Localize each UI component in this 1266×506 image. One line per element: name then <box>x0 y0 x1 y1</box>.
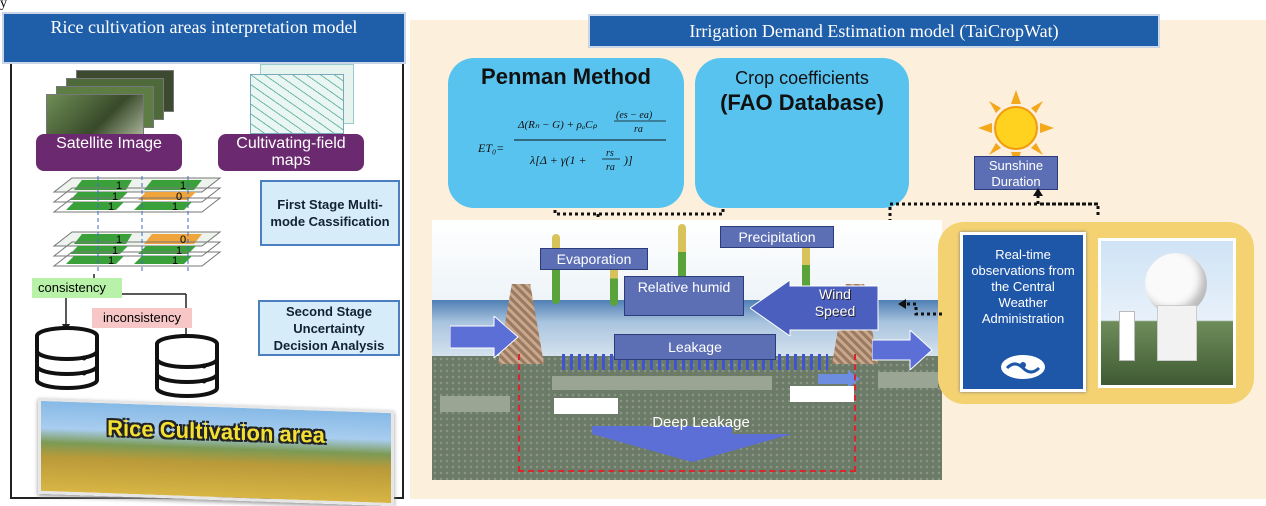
crop-coefficients-subtitle: (FAO Database) <box>720 90 884 115</box>
underground-slab <box>440 396 510 412</box>
blank-label-box <box>790 386 854 402</box>
right-panel-title: Irrigation Demand Estimation model (TaiC… <box>588 14 1160 48</box>
left-panel: Rice cultivation areas interpretation mo… <box>2 4 406 506</box>
svg-text:ra: ra <box>606 162 615 173</box>
grid-value: 1 <box>176 245 182 257</box>
relative-humid-label: Relative humid <box>624 276 744 316</box>
deep-leakage-label: Deep Leakage <box>652 414 750 431</box>
grid-layer-top: 1 1 1 0 1 1 <box>52 177 222 213</box>
grid-layer-bottom: 1 0 1 1 1 1 <box>52 231 222 267</box>
svg-text:rs: rs <box>606 148 614 159</box>
rice-plant <box>802 244 810 304</box>
svg-text:ra: ra <box>634 124 643 135</box>
field-map-label: Cultivating-field maps <box>218 134 364 171</box>
grid-value: 1 <box>108 255 114 267</box>
rice-cultivation-banner: Rice Cultivation area <box>38 397 394 506</box>
radar-dome <box>1145 253 1207 315</box>
rice-plant <box>610 260 618 306</box>
realtime-to-wind-connector <box>898 299 942 316</box>
crop-coefficients-box: Crop coefficients (FAO Database) <box>695 58 909 208</box>
svg-text:ET₀=: ET₀= <box>478 141 504 155</box>
weather-administration-logo-icon <box>1001 355 1045 379</box>
realtime-observation-text: Real-time observations from the Central … <box>971 247 1075 326</box>
blank-label-box <box>554 398 618 414</box>
classification-layers: 1 1 1 0 1 1 1 0 1 1 1 1 <box>52 176 222 274</box>
top-fragment-text: y <box>0 0 7 11</box>
outflow-arrow <box>872 330 933 370</box>
grid-value: 1 <box>112 245 118 257</box>
grid-value: 0 <box>180 234 186 246</box>
grid-value: 1 <box>116 234 122 246</box>
deep-leakage-arrow <box>592 426 792 462</box>
svg-text:)]: )] <box>623 153 633 167</box>
crop-coefficients-title: Crop coefficients <box>735 68 869 88</box>
underground-slab <box>878 372 938 388</box>
grid-value: 0 <box>176 191 182 203</box>
grid-value: 1 <box>180 180 186 192</box>
seepage-boundary <box>518 354 856 472</box>
wind-speed-label: Wind Speed <box>814 286 856 319</box>
inconsistency-label: inconsistency <box>92 308 192 328</box>
consistency-label: consistency <box>32 278 122 298</box>
grid-value: 1 <box>116 180 122 192</box>
evaporation-label: Evaporation <box>540 248 648 270</box>
penman-method-title: Penman Method <box>481 64 651 89</box>
radar-station-photo <box>1098 238 1236 388</box>
grid-value: 1 <box>172 201 178 213</box>
first-stage-box: First Stage Multi-mode Cassification <box>260 180 400 246</box>
lateral-arrow <box>818 370 860 388</box>
sunshine-duration-label: Sunshine Duration <box>974 156 1058 190</box>
svg-text:λ[Δ + γ(1 +: λ[Δ + γ(1 + <box>529 153 587 167</box>
field-map-image <box>250 64 354 134</box>
precipitation-label: Precipitation <box>720 226 834 248</box>
sun-icon <box>978 90 1054 166</box>
wind-arrow <box>750 280 879 336</box>
penman-equation: ET₀= Δ(Rₙ − G) + ρₐCₚ (es − ea) ra λ[Δ +… <box>478 110 666 173</box>
rice-cultivation-banner-text: Rice Cultivation area <box>107 415 325 448</box>
satellite-image <box>46 70 176 136</box>
svg-text:(es − ea): (es − ea) <box>616 110 653 121</box>
grid-value: 1 <box>112 191 118 203</box>
grid-value: 1 <box>172 255 178 267</box>
realtime-observation-card: Real-time observations from the Central … <box>960 232 1086 392</box>
penman-method-box: Penman Method ET₀= Δ(Rₙ − G) + ρₐCₚ (es … <box>448 58 684 208</box>
radar-tower <box>1157 305 1197 361</box>
grid-value: 1 <box>108 201 114 213</box>
inflow-arrow <box>450 316 519 358</box>
database-icon <box>155 334 219 398</box>
satellite-image-label: Satellite Image <box>36 134 182 171</box>
leakage-label: Leakage <box>614 334 776 360</box>
lighthouse <box>1119 311 1135 361</box>
database-icon <box>35 326 99 390</box>
underground-slab <box>552 376 772 390</box>
svg-text:Δ(Rₙ − G) + ρₐCₚ: Δ(Rₙ − G) + ρₐCₚ <box>517 119 598 131</box>
rice-plant <box>678 224 686 304</box>
realtime-panel: Real-time observations from the Central … <box>938 222 1254 404</box>
left-panel-title: Rice cultivation areas interpretation mo… <box>2 12 406 64</box>
second-stage-box: Second Stage Uncertainty Decision Analys… <box>258 300 400 356</box>
